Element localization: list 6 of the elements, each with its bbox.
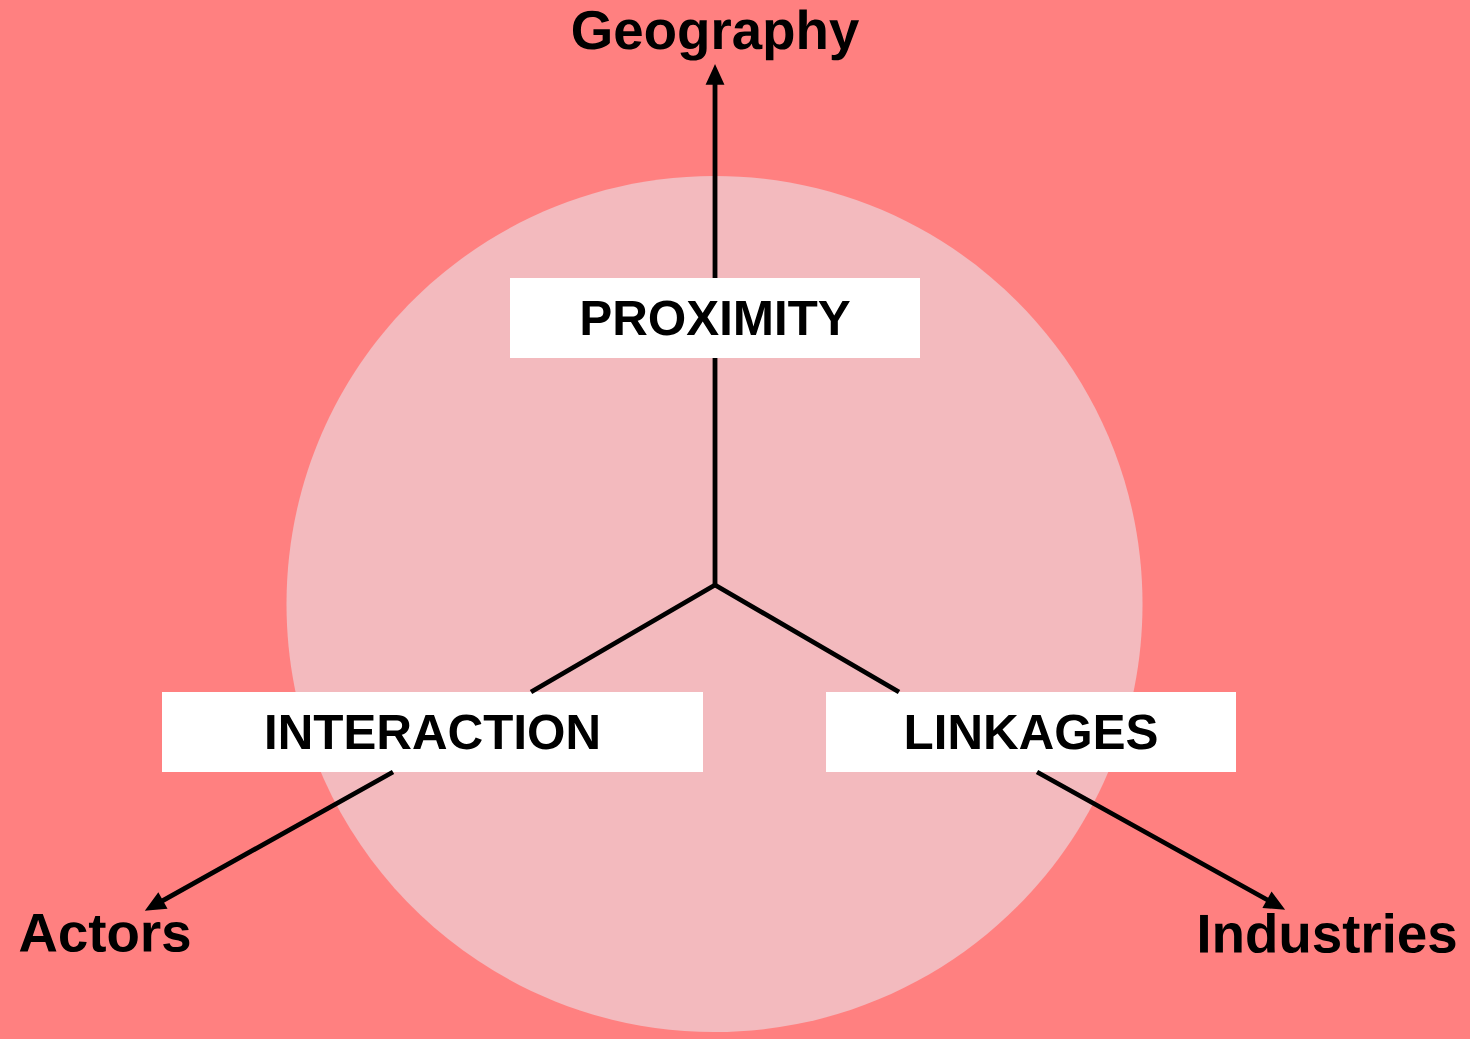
axis-label: Geography xyxy=(572,9,859,61)
label-box: LINKAGES xyxy=(826,692,1236,772)
label-box: INTERACTION xyxy=(162,692,703,772)
label-box: PROXIMITY xyxy=(510,278,920,358)
axis-label: Actors xyxy=(19,913,190,953)
axis-label: Industries xyxy=(1200,912,1456,954)
